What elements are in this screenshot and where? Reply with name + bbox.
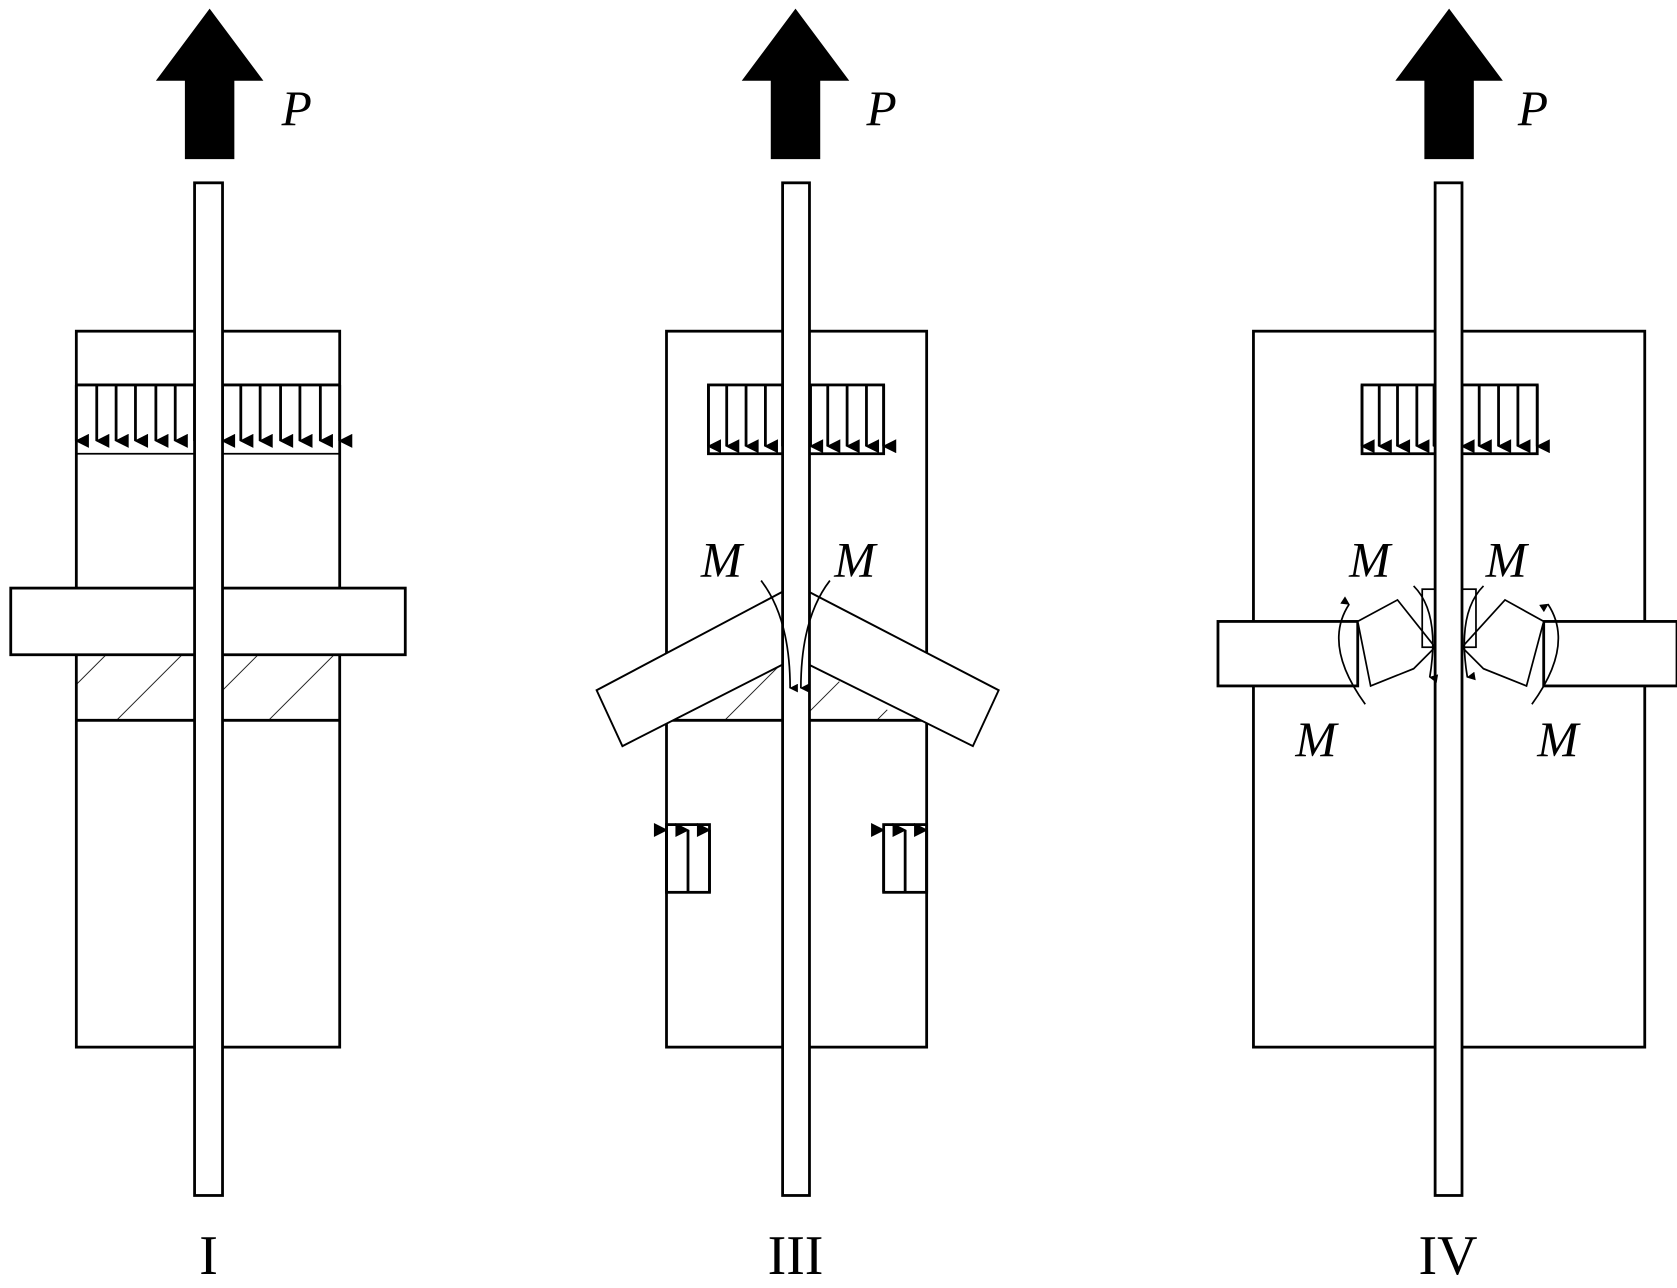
anchor-rod (781, 181, 811, 1197)
load-arrow-p-icon (1395, 8, 1503, 160)
moment-label-m: M (1294, 712, 1339, 767)
load-arrow-p-icon (741, 8, 850, 160)
panel-label-iii: III (768, 1225, 824, 1287)
moment-label-m: M (1348, 532, 1393, 587)
moment-label-m: M (833, 532, 878, 587)
moment-arcs (1337, 585, 1560, 705)
bond-stress-arrows (74, 383, 353, 455)
panel-label-i: I (199, 1225, 218, 1287)
moment-arcs (760, 580, 831, 693)
panel-iii: P (595, 8, 1000, 1287)
panel-i: P I (9, 8, 407, 1287)
moment-label-m: M (700, 532, 745, 587)
force-label-p: P (865, 81, 896, 136)
anchor-plate-left (1216, 620, 1360, 688)
load-arrow-p-icon (155, 8, 264, 160)
panel-iv: P M M M (1216, 8, 1677, 1287)
force-label-p: P (281, 81, 312, 136)
bent-plate (595, 583, 1000, 748)
moment-label-m: M (1485, 532, 1530, 587)
force-label-p: P (1517, 81, 1548, 136)
panel-label-iv: IV (1419, 1225, 1478, 1287)
deformed-plate (1356, 588, 1545, 688)
support-reaction-arrows (653, 822, 929, 894)
anchor-rod (1433, 181, 1464, 1197)
anchor-rod (193, 181, 224, 1197)
anchor-plate-right (1542, 620, 1677, 688)
moment-label-m: M (1536, 712, 1581, 767)
